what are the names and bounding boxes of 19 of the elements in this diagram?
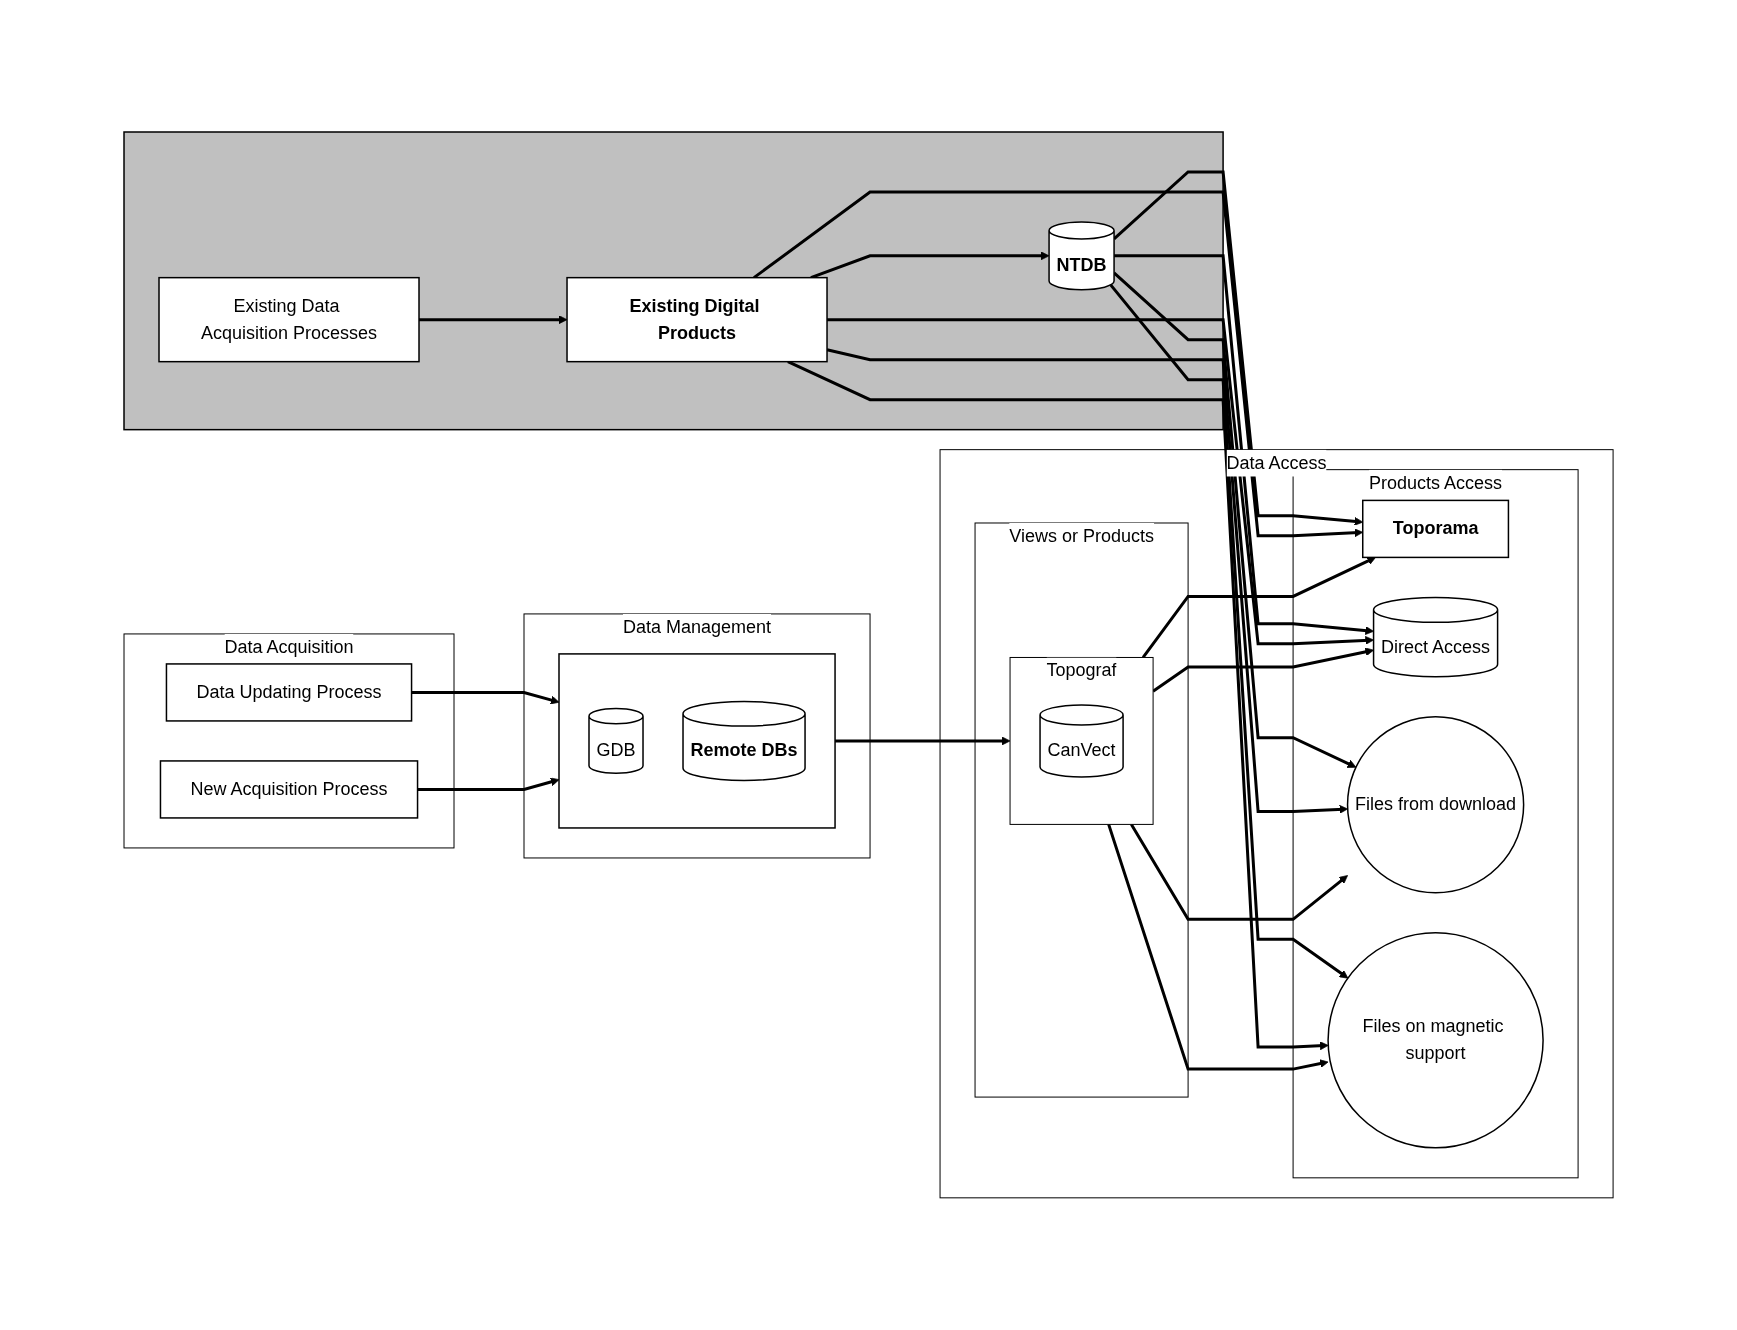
arrow — [1130, 823, 1348, 921]
node-box: Existing Data Acquisition Processes — [158, 277, 420, 363]
arrow — [1152, 647, 1374, 693]
cluster — [558, 653, 836, 829]
arrow — [1114, 254, 1374, 636]
arrow — [826, 348, 1348, 814]
arrow — [827, 318, 1374, 646]
arrow — [835, 736, 1011, 746]
node-circle: Files on magnetic support — [1327, 932, 1544, 1149]
node-circle: Files from download — [1346, 716, 1525, 894]
arrow — [1109, 284, 1349, 979]
arrow — [1107, 824, 1329, 1071]
cluster — [123, 131, 1224, 431]
node-box: Existing Digital Products — [566, 277, 828, 363]
node-box: Toporama — [1361, 499, 1510, 559]
arrow — [1113, 271, 1357, 768]
arrow — [1141, 556, 1376, 659]
node-box: New Acquisition Process — [159, 760, 419, 819]
node-box: Data Updating Process — [165, 663, 413, 722]
